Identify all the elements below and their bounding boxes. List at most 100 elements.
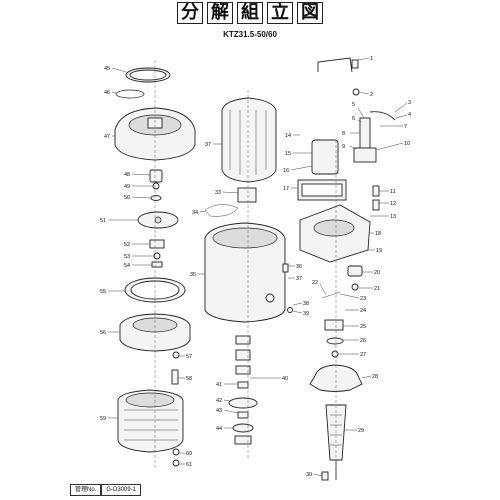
title-char: 組	[237, 2, 263, 24]
bolt-part	[172, 351, 180, 359]
stator-part	[221, 97, 277, 183]
leader-line	[131, 173, 151, 176]
leader-line	[375, 142, 404, 151]
callout-number: 56	[100, 330, 106, 336]
callout-number: 24	[360, 308, 366, 314]
capacitor-part	[311, 139, 339, 175]
terminal-part	[353, 147, 377, 163]
title-char: 分	[177, 2, 203, 24]
callout-number: 61	[186, 462, 192, 468]
leader-line	[394, 102, 408, 113]
management-number-label: 管理No.	[70, 484, 102, 496]
diagram-title: 分解組立図	[0, 2, 500, 24]
leader-line	[222, 191, 239, 194]
impeller-part	[228, 397, 258, 409]
callout-number: 55	[100, 289, 106, 295]
screw-part	[172, 459, 180, 467]
leader-line	[319, 283, 327, 296]
impeller-nut	[237, 411, 249, 419]
gasket-frame-inner	[301, 183, 343, 197]
callout-number: 2	[370, 92, 373, 98]
callout-number: 23	[360, 296, 366, 302]
flange-plate-part	[309, 364, 363, 392]
callout-number: 22	[312, 280, 318, 286]
callout-number: 50	[124, 195, 130, 201]
washer-part	[232, 423, 254, 433]
callout-number: 41	[216, 382, 222, 388]
bushing-part	[347, 265, 363, 277]
callout-number: 20	[374, 270, 380, 276]
leader-line	[292, 310, 303, 314]
mechanical-seal-part	[235, 349, 251, 361]
callout-number: 15	[285, 151, 291, 157]
callout-number: 48	[124, 172, 130, 178]
strainer-top	[125, 392, 175, 408]
callout-number: 45	[104, 66, 110, 72]
leader-line	[111, 91, 117, 94]
callout-number: 39	[303, 311, 309, 317]
small-bolt-part	[282, 263, 289, 273]
nut-part	[150, 195, 162, 201]
callout-number: 10	[404, 141, 410, 147]
callout-number: 9	[342, 144, 345, 150]
callout-number: 25	[360, 324, 366, 330]
callout-number: 14	[285, 133, 291, 139]
callout-number: 40	[282, 376, 288, 382]
callout-number: 36	[296, 264, 302, 270]
leader-line	[292, 302, 303, 306]
title-char: 解	[207, 2, 233, 24]
bolt-part	[372, 185, 380, 197]
washer-part	[331, 350, 339, 358]
callout-number: 21	[374, 286, 380, 292]
callout-number: 46	[104, 90, 110, 96]
pump-head-top	[313, 219, 355, 237]
callout-number: 12	[390, 201, 396, 207]
model-number: KTZ31.5-50/60	[223, 30, 277, 39]
callout-number: 37	[296, 276, 302, 282]
callout-number: 49	[124, 184, 130, 190]
leader-line	[358, 91, 370, 95]
bearing-part	[237, 187, 257, 203]
callout-number: 29	[358, 428, 364, 434]
pin-part	[321, 291, 341, 299]
document-footer: 管理No. G-D3009-1	[70, 484, 142, 496]
callout-number: 19	[376, 248, 382, 254]
leader-line	[361, 375, 372, 379]
motor-frame-top	[212, 227, 278, 249]
callout-number: 13	[390, 214, 396, 220]
leader-line	[131, 196, 152, 199]
leader-line	[290, 165, 313, 171]
leader-line	[111, 67, 127, 73]
seal-part	[149, 239, 165, 249]
callout-number: 58	[186, 376, 192, 382]
callout-number: 43	[216, 408, 222, 414]
callout-number: 47	[104, 134, 110, 140]
callout-number: 34	[192, 210, 198, 216]
callout-number: 38	[303, 301, 309, 307]
wear-plate-part	[234, 435, 252, 445]
callout-number: 33	[215, 190, 221, 196]
bolt-part	[372, 199, 380, 211]
seal-ring-part	[237, 381, 249, 389]
title-char: 図	[297, 2, 323, 24]
cable-gland-part	[359, 117, 371, 149]
bearing-part	[324, 319, 344, 331]
o-ring-part	[115, 89, 145, 99]
callout-number: 5	[352, 102, 355, 108]
bracket-hole	[154, 216, 162, 224]
handle-part	[317, 57, 353, 73]
callout-number: 51	[100, 218, 106, 224]
callout-number: 16	[283, 168, 289, 174]
handle-bolt	[351, 59, 359, 69]
callout-number: 30	[306, 472, 312, 478]
callout-number: 3	[408, 100, 411, 106]
callout-number: 11	[390, 189, 396, 195]
small-screw-part	[287, 307, 293, 313]
mechanical-seal-part	[235, 335, 251, 345]
leader-line	[223, 409, 239, 414]
document-code: G-D3009-1	[101, 484, 142, 496]
callout-number: 18	[375, 231, 381, 237]
nut-part	[351, 283, 359, 291]
cable-part	[369, 111, 396, 121]
